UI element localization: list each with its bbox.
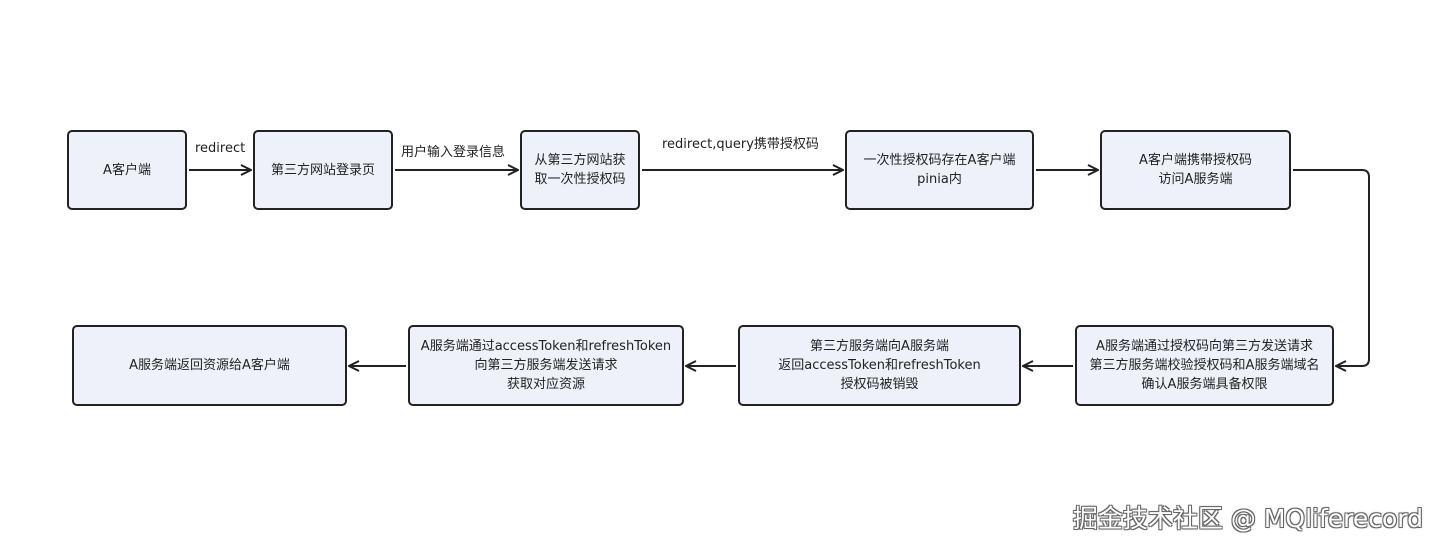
- node-client-visit-server-line-1: A客户端携带授权码: [1139, 153, 1252, 168]
- node-server-request-third-party-line-1: A服务端通过授权码向第三方发送请求: [1096, 339, 1313, 354]
- node-server-request-third-party-line-3: 确认A服务端具备权限: [1141, 377, 1268, 392]
- node-return-tokens-line-1: 第三方服务端向A服务端: [810, 339, 949, 354]
- arrow-n5-n6: [1293, 169, 1370, 366]
- node-return-tokens-line-3: 授权码被销毁: [840, 377, 919, 392]
- node-fetch-resources-line-1: A服务端通过accessToken和refreshToken: [420, 339, 672, 354]
- node-fetch-resources-line-3: 获取对应资源: [506, 377, 585, 392]
- node-get-auth-code-line-1: 从第三方网站获: [534, 153, 626, 168]
- node-return-resources-line-1: A服务端返回资源给A客户端: [129, 358, 290, 373]
- node-return-resources: A服务端返回资源给A客户端: [72, 325, 347, 406]
- node-store-auth-code-line-1: 一次性授权码存在A客户端: [863, 153, 1016, 168]
- node-third-party-login-page-line-1: 第三方网站登录页: [270, 162, 375, 178]
- node-client-visit-server-line-2: 访问A服务端: [1158, 172, 1233, 187]
- node-fetch-resources-line-2: 向第三方服务端发送请求: [474, 358, 618, 373]
- node-server-request-third-party-line-2: 第三方服务端校验授权码和A服务端域名: [1089, 358, 1320, 373]
- node-third-party-login-page: 第三方网站登录页: [253, 130, 393, 210]
- edge-label-redirect: redirect: [195, 141, 246, 156]
- edge-label-user-login-info: 用户输入登录信息: [401, 145, 506, 160]
- node-server-request-third-party: A服务端通过授权码向第三方发送请求 第三方服务端校验授权码和A服务端域名 确认A…: [1075, 325, 1334, 406]
- node-get-auth-code: 从第三方网站获 取一次性授权码: [520, 130, 640, 210]
- node-get-auth-code-line-2: 取一次性授权码: [534, 172, 626, 187]
- node-fetch-resources: A服务端通过accessToken和refreshToken 向第三方服务端发送…: [408, 325, 684, 406]
- node-return-tokens-line-2: 返回accessToken和refreshToken: [778, 358, 981, 373]
- node-a-client-line-1: A客户端: [103, 162, 151, 178]
- edge-label-redirect-query-code: redirect,query携带授权码: [662, 137, 819, 152]
- node-a-client: A客户端: [67, 130, 187, 210]
- node-store-auth-code-line-2: pinia内: [917, 172, 962, 187]
- watermark: 掘金技术社区 @ MQliferecord: [1072, 504, 1423, 533]
- node-return-tokens: 第三方服务端向A服务端 返回accessToken和refreshToken 授…: [738, 325, 1021, 406]
- node-client-visit-server: A客户端携带授权码 访问A服务端: [1100, 130, 1291, 210]
- node-store-auth-code: 一次性授权码存在A客户端 pinia内: [845, 130, 1034, 210]
